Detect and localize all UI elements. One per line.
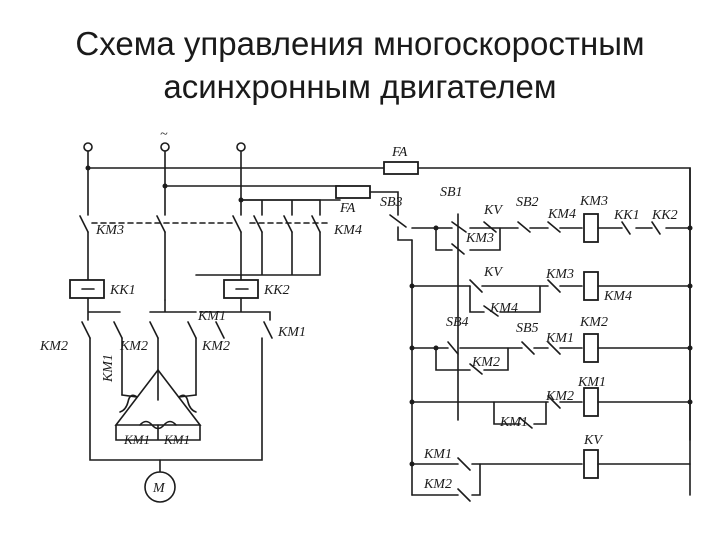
label-kv-coil: KV <box>583 433 603 448</box>
slide-title-line-2: асинхронным двигателем <box>163 68 557 105</box>
label-km1-right: КМ1 <box>277 325 306 340</box>
sb3-stop-button <box>389 214 413 241</box>
supply-terminal-l3 <box>236 142 246 152</box>
label-km3-power: КМ3 <box>95 223 124 238</box>
kv-coil <box>583 449 599 479</box>
label-km2-nc-r4: КМ2 <box>545 389 574 404</box>
sb4-button <box>447 341 459 355</box>
km1-coil <box>583 387 599 417</box>
sb5-button <box>521 341 535 355</box>
fuse-fa-mid <box>335 185 371 199</box>
sb1-button <box>451 221 467 233</box>
label-km2-mid2: КМ2 <box>201 339 230 354</box>
label-sb3: SB3 <box>380 195 403 210</box>
supply-symbol: ~ <box>160 127 168 142</box>
phase-lines-upper <box>87 150 242 216</box>
power-circuit: ~ КМ3 КМ4 КК1 КК2 КМ1 <box>39 127 691 503</box>
label-km2-left: КМ2 <box>39 339 68 354</box>
label-fa-top: FA <box>391 145 408 160</box>
label-km1-nc-r3: КМ1 <box>545 331 574 346</box>
label-km1-r5: КМ1 <box>423 447 452 462</box>
label-km2-seal: КМ2 <box>471 355 500 370</box>
sb2-button <box>517 221 531 233</box>
label-km4-seal: КМ4 <box>489 301 518 316</box>
label-km1-vertical: КМ1 <box>101 354 116 383</box>
km2-coil <box>583 333 599 363</box>
label-km4-power: КМ4 <box>333 223 362 238</box>
label-kv-r1: KV <box>483 203 503 218</box>
label-km1-coil: КМ1 <box>577 375 606 390</box>
label-km3-coil: КМ3 <box>579 194 608 209</box>
label-km4-nc-r1: КМ4 <box>547 207 576 222</box>
control-feed-mid <box>164 185 341 201</box>
supply-terminal-l1 <box>83 142 93 152</box>
motor-winding: КМ1 КМ1 <box>114 368 202 447</box>
label-km1-star-a: КМ1 <box>123 432 150 447</box>
label-kk1-contact: КК1 <box>613 208 640 223</box>
label-km2-r6: КМ2 <box>423 477 452 492</box>
label-sb1: SB1 <box>440 185 463 200</box>
label-km1-seal: КМ1 <box>499 415 528 430</box>
motor-symbol <box>144 471 176 503</box>
supply-terminal-l2 <box>160 142 170 152</box>
control-circuit: FA FA SB3 SB1 KV SB2 КМ4 КМ3 КК1 КК2 КМ3 <box>335 145 693 502</box>
label-kk1-heater: КК1 <box>109 283 136 298</box>
slide-title-line-1: Схема управления многоскоростным <box>75 25 645 62</box>
km4-power-contacts <box>253 215 321 233</box>
label-fa-mid: FA <box>339 201 356 216</box>
km4-coil <box>583 271 599 301</box>
label-kk2-contact: КК2 <box>651 208 678 223</box>
fuse-fa-top <box>383 161 419 175</box>
km1-km2-power-contacts <box>81 321 273 339</box>
label-km1-top: КМ1 <box>197 309 226 324</box>
label-kv-r2: KV <box>483 265 503 280</box>
label-km2-coil: КМ2 <box>579 315 608 330</box>
label-km3-nc-r2: КМ3 <box>545 267 574 282</box>
slide-title: Схема управления многоскоростным асинхро… <box>0 22 720 108</box>
label-km1-star-b: КМ1 <box>163 432 190 447</box>
label-km4-coil: КМ4 <box>603 289 632 304</box>
label-kk2-heater: КК2 <box>263 283 290 298</box>
km3-coil <box>583 213 599 243</box>
label-sb2: SB2 <box>516 195 539 210</box>
km3-power-contacts <box>79 215 242 233</box>
label-sb4: SB4 <box>446 315 469 330</box>
label-sb5: SB5 <box>516 321 539 336</box>
label-km2-mid1: КМ2 <box>119 339 148 354</box>
label-motor: М <box>152 481 166 496</box>
label-km3-seal: КМ3 <box>465 231 494 246</box>
